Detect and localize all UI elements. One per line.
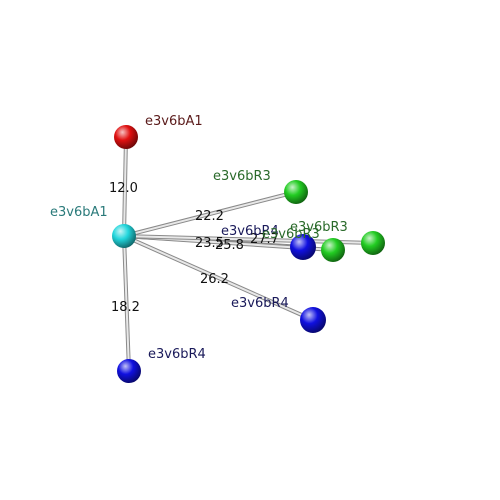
distance-line-r4_lower: [122, 234, 315, 322]
atom-sphere-r4_lower: [300, 307, 326, 333]
atom-spheres: [112, 125, 385, 383]
atom-label-r3_mid: e3v6bR3: [262, 227, 320, 242]
distance-label-r4_mid: 23.5: [195, 236, 224, 251]
atom-sphere-r4_mid: [290, 234, 316, 260]
atom-label-r3_far: e3v6bR3: [290, 220, 348, 235]
distance-lines: [122, 135, 375, 373]
distance-line-a1_top: [122, 135, 128, 238]
atom-label-r4_mid: e3v6bR4: [221, 224, 279, 239]
atom-label-center: e3v6bA1: [50, 205, 108, 220]
atom-label-r3_upper: e3v6bR3: [213, 169, 271, 184]
distance-label-r3_upper: 22.2: [195, 209, 224, 224]
distance-line-r3_upper: [122, 190, 298, 238]
atom-label-r4_bottom: e3v6bR4: [148, 347, 206, 362]
atom-sphere-r3_upper: [284, 180, 308, 204]
atom-sphere-center: [112, 224, 136, 248]
distance-label-r4_lower: 26.2: [200, 272, 229, 287]
atom-sphere-r3_far: [361, 231, 385, 255]
atom-labels: e3v6bA1e3v6bA1e3v6bR3e3v6bR4e3v6bR3e3v6b…: [50, 114, 348, 362]
distance-label-r3_far: 27.7: [250, 232, 279, 247]
atom-label-r4_lower: e3v6bR4: [231, 296, 289, 311]
atom-sphere-r4_bottom: [117, 359, 141, 383]
distance-line-r4_bottom: [122, 234, 131, 373]
distance-label-a1_top: 12.0: [109, 181, 138, 196]
distance-label-r3_mid: 25.8: [215, 238, 244, 253]
atom-sphere-r3_mid: [321, 238, 345, 262]
distance-labels: 12.0 22.2 23.525.8 27.7 26.2 18.2: [109, 181, 279, 315]
distance-label-r4_bottom: 18.2: [111, 300, 140, 315]
atom-sphere-a1_top: [114, 125, 138, 149]
atom-label-a1_top: e3v6bA1: [145, 114, 203, 129]
